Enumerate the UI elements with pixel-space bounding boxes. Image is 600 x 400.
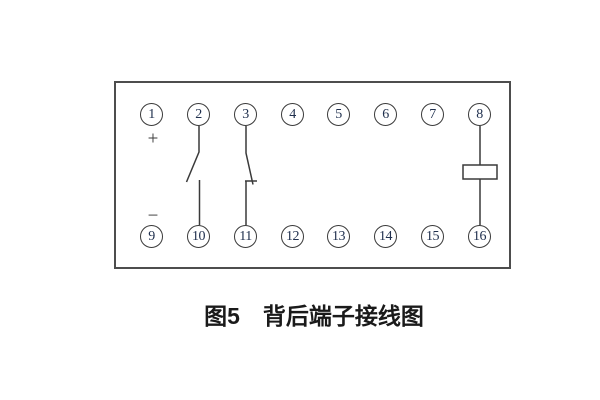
coil-symbol-8-16 (462, 164, 498, 180)
terminal-14: 14 (374, 225, 397, 248)
relay-outline (114, 81, 511, 269)
terminal-4: 4 (281, 103, 304, 126)
terminal-13: 13 (327, 225, 350, 248)
terminal-5: 5 (327, 103, 350, 126)
minus-sign: − (147, 205, 159, 227)
terminal-8: 8 (468, 103, 491, 126)
figure-caption: 图5 背后端子接线图 (204, 303, 424, 329)
terminal-16: 16 (468, 225, 491, 248)
terminal-10: 10 (187, 225, 210, 248)
terminal-11: 11 (234, 225, 257, 248)
terminal-6: 6 (374, 103, 397, 126)
nc-contact-symbol-3-11 (245, 126, 257, 225)
terminal-15: 15 (421, 225, 444, 248)
terminal-2: 2 (187, 103, 210, 126)
no-contact-symbol-2-10 (185, 126, 201, 225)
terminal-1: 1 (140, 103, 163, 126)
plus-sign: + (147, 128, 159, 150)
terminal-12: 12 (281, 225, 304, 248)
terminal-7: 7 (421, 103, 444, 126)
terminal-3: 3 (234, 103, 257, 126)
terminal-9: 9 (140, 225, 163, 248)
